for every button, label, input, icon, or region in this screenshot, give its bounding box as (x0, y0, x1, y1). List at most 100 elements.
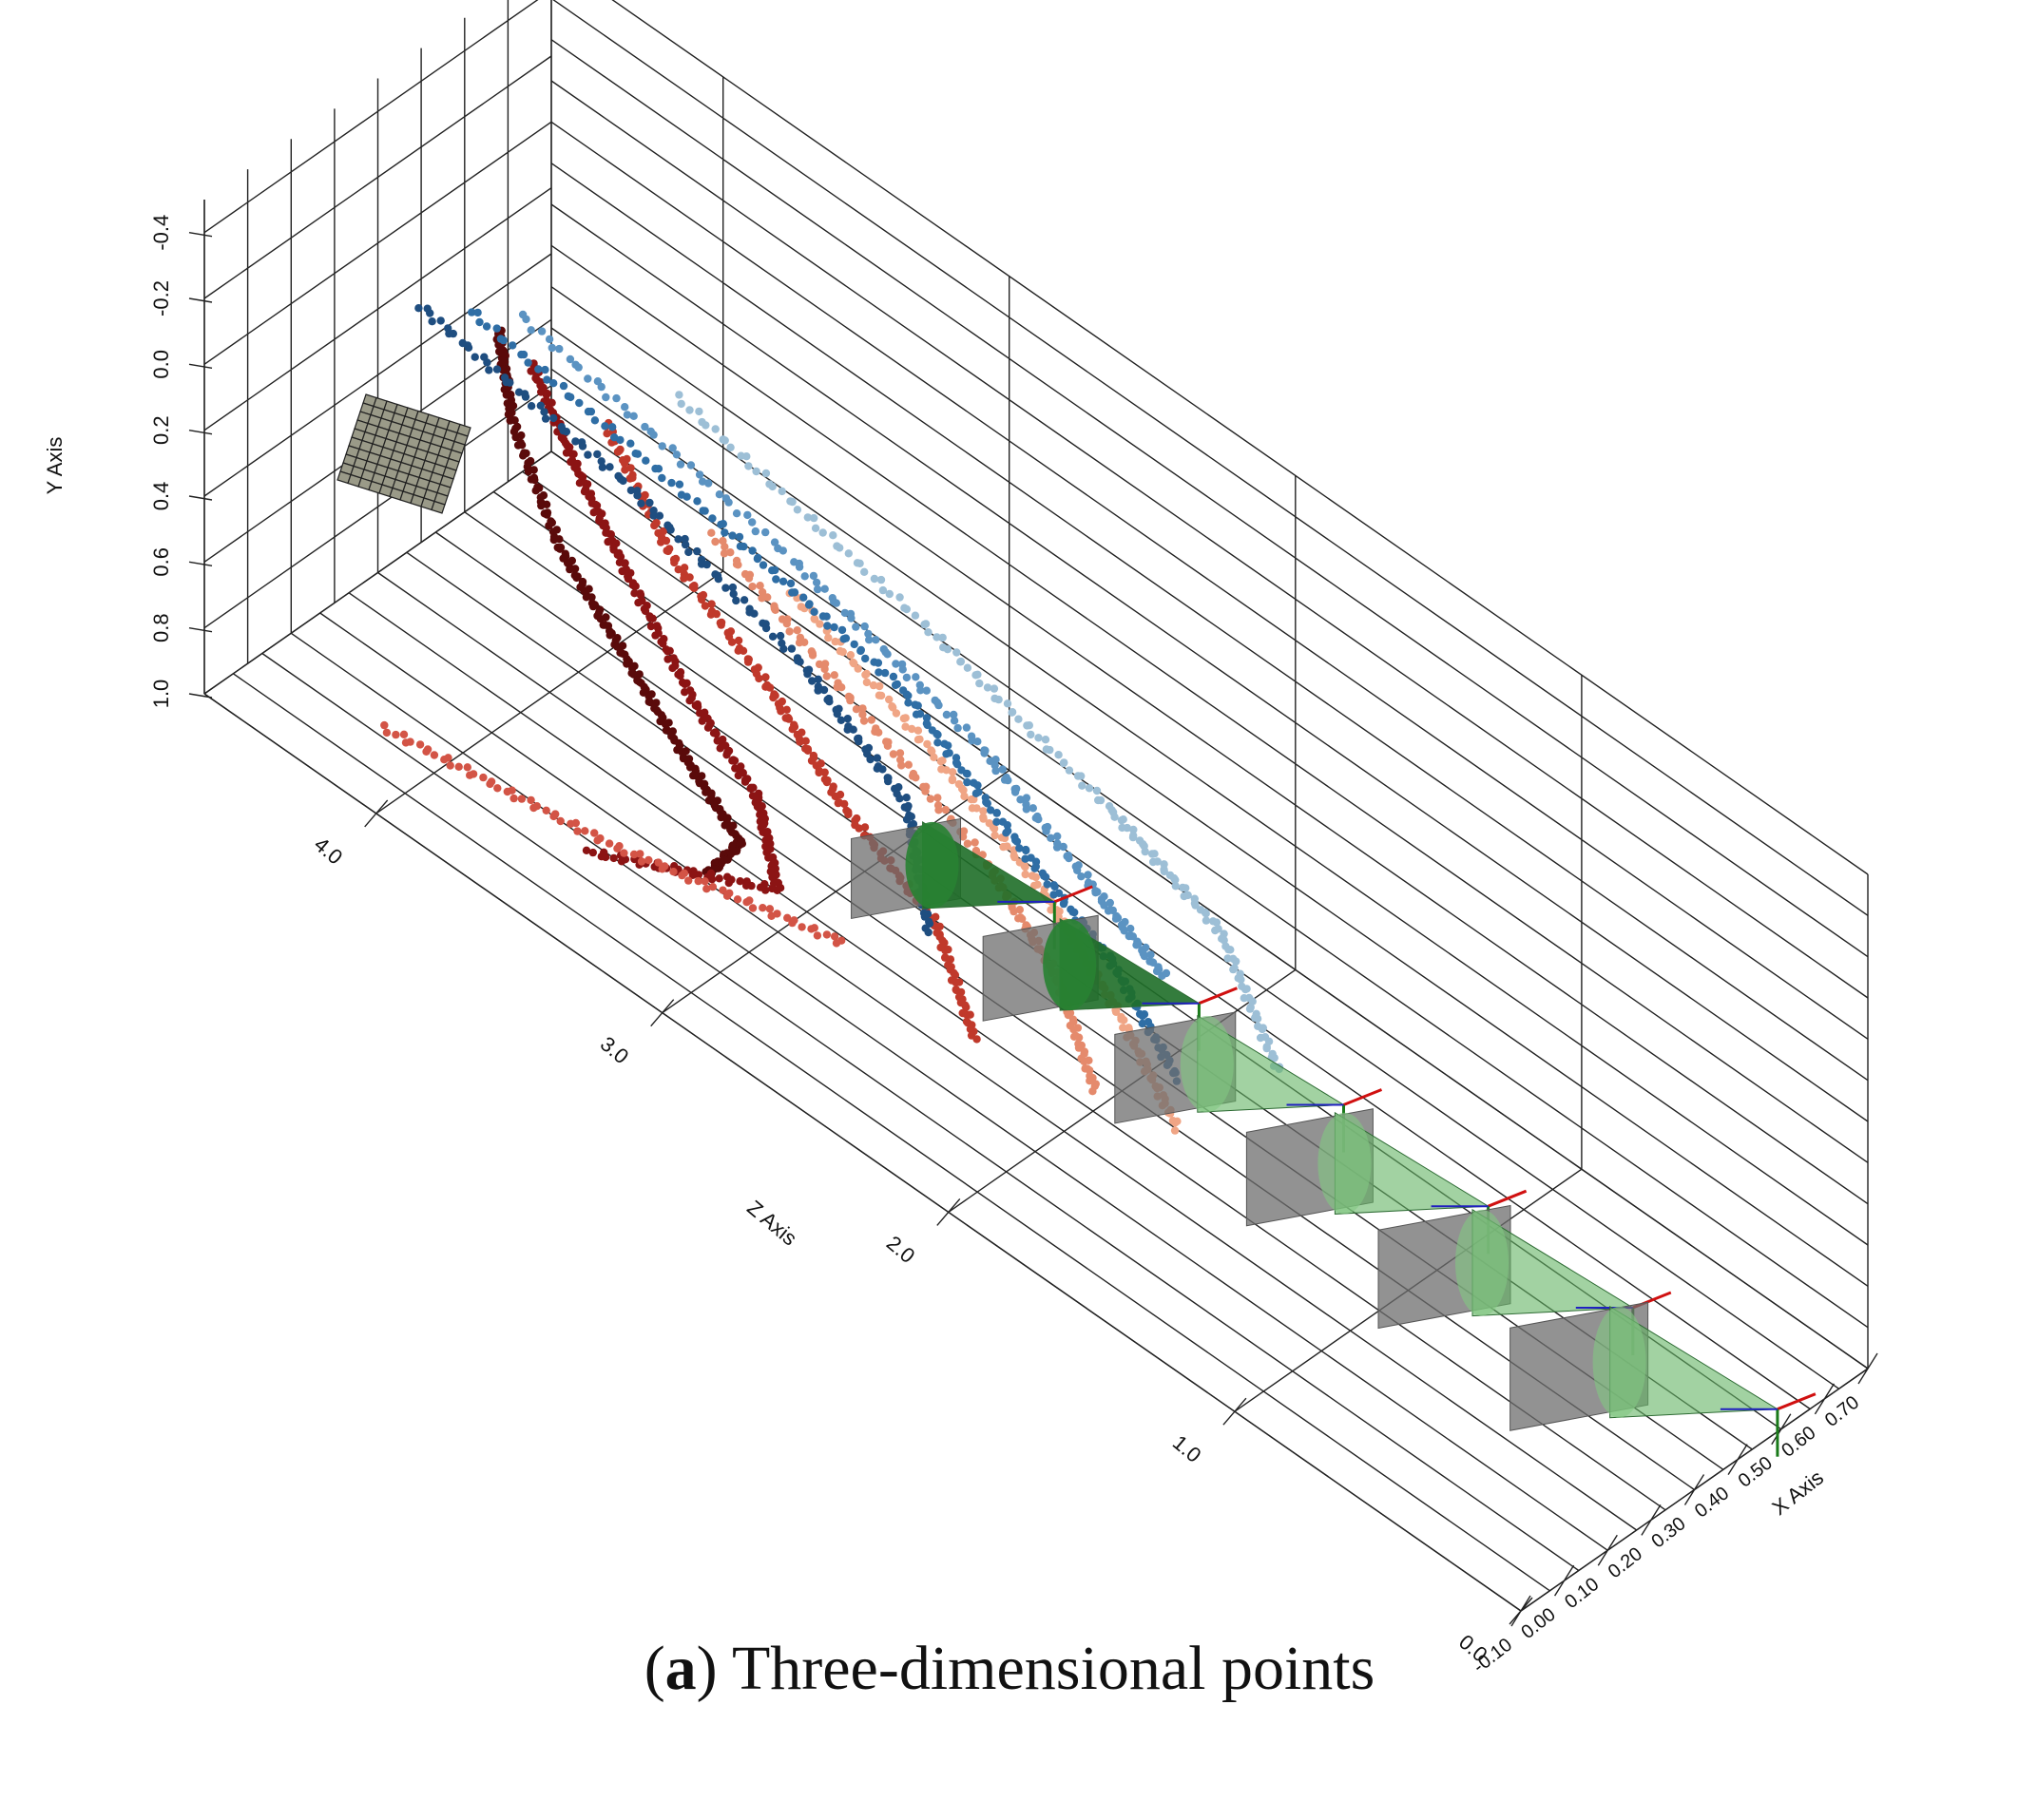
data-point (873, 754, 881, 762)
wall-grid-line (550, 121, 1869, 1040)
data-point (822, 777, 832, 787)
data-point (916, 686, 925, 695)
data-point (492, 324, 501, 333)
data-point (935, 922, 944, 931)
series-9 (675, 391, 1284, 1074)
data-point (593, 450, 602, 459)
data-point (721, 543, 729, 551)
data-point (923, 739, 932, 749)
data-point (532, 802, 541, 811)
data-point (813, 931, 822, 940)
data-point (764, 846, 773, 854)
data-point (723, 814, 732, 822)
data-point (506, 378, 514, 387)
y-tick (188, 430, 213, 435)
data-point (585, 584, 593, 593)
data-point (567, 393, 575, 402)
data-point (578, 442, 587, 450)
data-point (714, 575, 722, 584)
data-point (563, 441, 571, 450)
data-point (840, 799, 849, 809)
data-point (793, 506, 802, 514)
floor-grid-line (522, 470, 1840, 1389)
data-point (754, 553, 762, 563)
data-point (1140, 951, 1149, 961)
data-point (672, 450, 682, 459)
data-point (658, 473, 666, 483)
data-point (1042, 827, 1050, 835)
data-point (702, 560, 711, 569)
data-point (1003, 699, 1012, 708)
data-point (581, 485, 590, 494)
data-point (725, 889, 734, 897)
data-point (654, 465, 663, 473)
data-point (709, 729, 719, 738)
data-point (691, 764, 700, 773)
data-point (629, 670, 638, 679)
data-point (1119, 1024, 1127, 1032)
data-point (649, 511, 658, 520)
data-point (803, 746, 813, 755)
data-point (666, 526, 675, 534)
data-point (972, 804, 981, 813)
data-point (824, 633, 833, 642)
data-point (529, 466, 538, 474)
data-point (633, 491, 642, 500)
data-point (1246, 1003, 1255, 1012)
data-point (444, 754, 452, 762)
data-point (636, 850, 644, 858)
data-point (966, 1010, 974, 1019)
data-point (748, 546, 757, 555)
data-point (608, 423, 617, 431)
data-point (562, 428, 571, 436)
data-point (990, 831, 999, 840)
y-tick (188, 561, 213, 566)
data-point (567, 556, 576, 565)
data-point (979, 813, 988, 822)
data-point (548, 343, 556, 353)
data-point (715, 874, 723, 883)
data-point (483, 358, 491, 367)
data-point (658, 442, 666, 450)
data-point (800, 638, 809, 646)
data-point (1084, 871, 1092, 879)
data-point (1041, 736, 1050, 744)
data-point (875, 728, 883, 737)
data-point (849, 658, 857, 667)
data-point (495, 347, 504, 356)
data-point (1132, 941, 1141, 949)
floor-grid-line (492, 490, 1811, 1410)
data-point (768, 632, 778, 641)
data-point (1080, 1047, 1089, 1056)
data-point (517, 795, 527, 803)
data-point (844, 810, 853, 819)
series-8 (518, 310, 1171, 980)
data-point (847, 614, 856, 623)
wall-grid-line (550, 450, 1869, 1370)
data-point (1025, 721, 1034, 730)
data-point (1110, 813, 1119, 821)
data-point (942, 766, 951, 775)
data-point (895, 593, 904, 602)
data-point (954, 978, 964, 987)
data-point (753, 802, 762, 811)
data-point (956, 657, 966, 666)
z-axis-line (203, 693, 1522, 1612)
data-point (1047, 833, 1055, 842)
data-point (628, 473, 637, 482)
data-point (759, 828, 767, 836)
data-point (1230, 964, 1239, 972)
data-point (717, 621, 725, 629)
z-tick-label: 2.0 (882, 1231, 920, 1268)
x-tick-label: 0.50 (1735, 1452, 1777, 1491)
data-point (1065, 766, 1074, 775)
data-point (838, 647, 847, 657)
data-point (1020, 861, 1029, 871)
y-axis-label: Y Axis (43, 437, 67, 495)
data-point (1059, 842, 1067, 852)
data-point (803, 670, 812, 679)
data-point (570, 565, 580, 573)
data-point (624, 572, 632, 581)
data-point (754, 795, 763, 804)
data-point (785, 627, 794, 636)
